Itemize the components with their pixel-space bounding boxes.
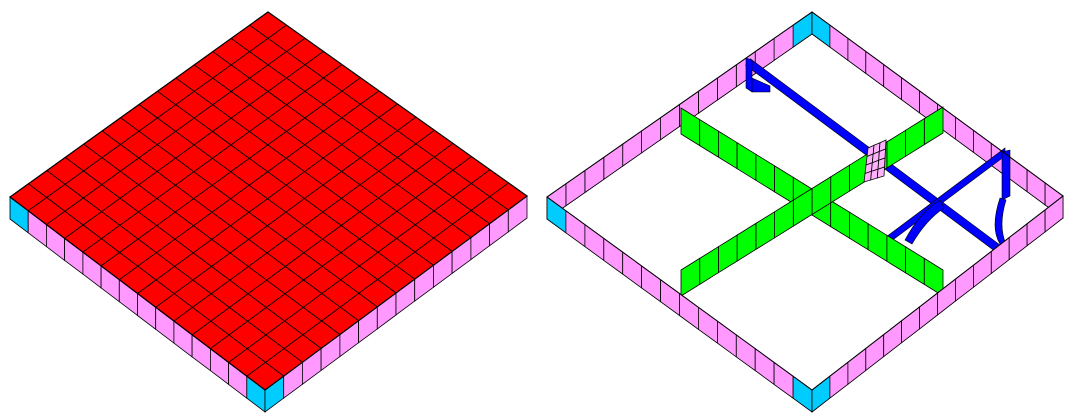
side-wall-front-right [264, 195, 528, 413]
green-stiffener-wall-b-cell [905, 117, 925, 158]
side-wall-front-left-cell [660, 278, 680, 317]
green-stiffener-wall-a-cell [867, 222, 888, 263]
green-stiffener-wall-a-cell [774, 165, 794, 205]
side-wall-back-left-cell [660, 103, 680, 141]
side-wall-front-left-cell [603, 237, 624, 275]
side-wall-front-right-cell [883, 319, 902, 358]
beam-web-bracket [751, 77, 771, 93]
green-stiffener-wall-a-cell [699, 118, 719, 158]
green-stiffener-wall-b-cell [774, 199, 794, 239]
side-wall-front-right-cell [811, 375, 831, 413]
side-wall-front-right-cell [865, 333, 885, 372]
green-stiffener-wall-a-cell [849, 211, 869, 251]
green-stiffener-wall-b-cell [699, 245, 719, 286]
green-stiffener-wall-b-cell [680, 257, 701, 297]
side-wall-front-left-cell [754, 347, 775, 386]
side-wall-front-left-cell [792, 375, 813, 413]
side-wall-back-right-cell [1008, 155, 1028, 193]
green-stiffener-wall-b-cell [830, 164, 850, 204]
top-plate-outline [8, 11, 529, 391]
side-wall-front-right-cell [973, 250, 992, 289]
side-wall-back-right-cell [883, 63, 902, 101]
green-stiffener-wall-a-cell [830, 199, 850, 239]
small-mesh-patch [863, 139, 887, 183]
side-wall-back-left-cell [622, 130, 642, 167]
side-wall-back-left-cell [603, 143, 624, 181]
side-wall-back-left-cell [717, 64, 737, 101]
green-stiffener-wall-a [680, 107, 944, 297]
floor-outline [546, 33, 1064, 413]
side-wall-back-right-cell [955, 116, 974, 154]
side-wall-front-right [811, 195, 1064, 413]
side-wall-front-left-cell [641, 265, 661, 303]
small-mesh-patch-cell [876, 166, 885, 179]
side-wall-back-right-cell [901, 76, 920, 114]
beam-flange-cross [881, 147, 1006, 249]
side-wall-back-left-cell [698, 77, 718, 115]
side-wall-front-left-cell [584, 223, 605, 262]
side-wall-front-left-cell [565, 210, 586, 248]
side-wall-back-left-cell [584, 156, 605, 194]
green-stiffener-wall-a-cell [905, 246, 925, 286]
side-wall-back-right-cell [865, 50, 885, 88]
side-wall-front-left-cell [622, 251, 642, 289]
side-wall-front-right-cell [829, 361, 849, 399]
side-wall-back-left-cell [565, 169, 586, 207]
side-wall-front-right-cell [1008, 222, 1028, 261]
side-wall-front-right-cell [1026, 209, 1046, 247]
green-stiffener-wall-a-cell [755, 153, 775, 193]
side-wall-front-right-cell [847, 347, 867, 386]
side-wall-back-right-cell [847, 37, 867, 75]
side-wall-back-left-cell [773, 24, 794, 62]
green-stiffener-wall-a-cell [736, 141, 757, 182]
beam-haunch [994, 197, 1007, 245]
side-wall-back-right-cell [811, 11, 831, 48]
green-stiffener-wall-a-cell [886, 234, 906, 274]
open-box-view [546, 11, 1064, 413]
side-wall-front-right-cell [955, 264, 974, 302]
side-wall-back-right-cell [829, 24, 849, 62]
green-stiffener-wall-b-cell [886, 129, 906, 169]
side-wall-back-left-cell [792, 11, 813, 48]
side-wall-back-right-cell [1026, 168, 1046, 206]
green-stiffener-wall-b-cell [736, 222, 757, 262]
side-wall-front-left-cell [717, 320, 737, 358]
top-plate [9, 11, 528, 391]
side-wall-front-left-cell [679, 292, 699, 331]
side-wall-front-right-cell [919, 292, 938, 330]
green-stiffener-wall-b-cell [718, 234, 738, 274]
beam-haunch [904, 199, 945, 245]
beam-web-end [1001, 149, 1011, 201]
wall-top-outline [546, 11, 1064, 391]
assembled-box-view [8, 11, 529, 413]
beam-web-end [745, 57, 753, 93]
side-wall-front-left-cell [698, 306, 718, 344]
side-wall-front-right-cell [901, 306, 920, 344]
side-wall-back-left-cell [641, 116, 661, 154]
green-stiffener-wall-a-cell [718, 130, 738, 170]
side-wall-front-left-cell [735, 334, 756, 372]
green-stiffener-wall-b-cell [755, 211, 775, 251]
side-wall-front-left-cell [773, 361, 794, 399]
